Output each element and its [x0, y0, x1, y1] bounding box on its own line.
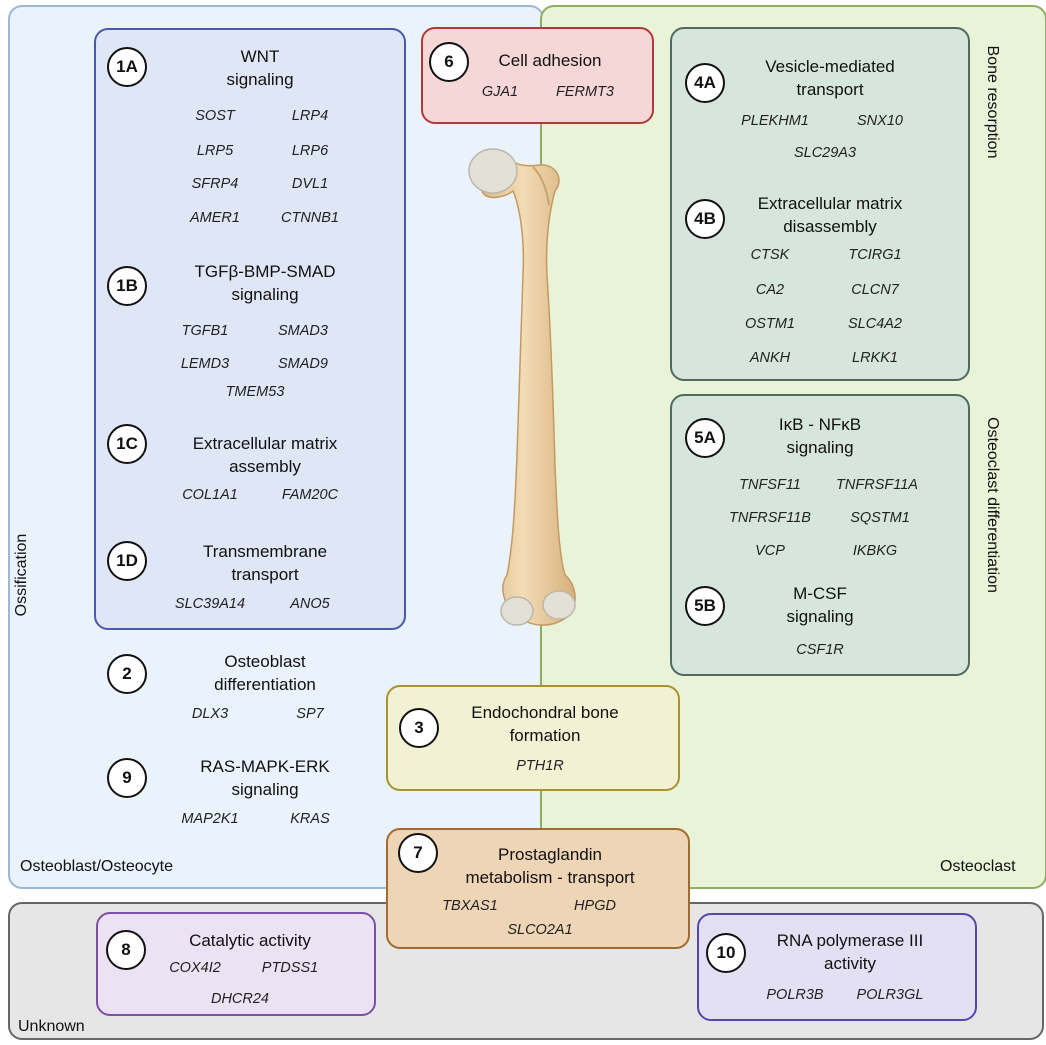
catalytic-activity-title: Catalytic activity	[189, 931, 311, 950]
badge-9: 9	[107, 758, 147, 798]
osteoblast-differentiation-title: Osteoblast differentiation	[214, 652, 316, 694]
badge-5b: 5B	[685, 586, 725, 626]
ikb-nfkb-title: IκB - NFκB signaling	[778, 415, 862, 457]
group-1-ossification-box	[94, 28, 406, 630]
unknown-region-label: Unknown	[18, 1018, 85, 1035]
gene-polr3b: POLR3B	[766, 987, 824, 1003]
badge-2: 2	[107, 654, 147, 694]
gene-snx10: SNX10	[857, 113, 903, 129]
gene-lrp4: LRP4	[291, 108, 329, 124]
gene-cox4i2: COX4I2	[169, 960, 221, 976]
badge-7: 7	[398, 833, 438, 873]
gene-slc39a14: SLC39A14	[174, 596, 246, 612]
gene-map2k1: MAP2K1	[181, 811, 239, 827]
m-csf-title: M-CSF signaling	[786, 584, 854, 626]
badge-1c: 1C	[107, 424, 147, 464]
group-3-endochondral-box	[386, 685, 680, 791]
badge-1b: 1B	[107, 266, 147, 306]
gene-sqstm1: SQSTM1	[850, 510, 910, 526]
gene-lrp6: LRP6	[291, 143, 329, 159]
gene-lrkk1: LRKK1	[852, 350, 898, 366]
ecm-disassembly-title: Extracellular matrix disassembly	[757, 194, 903, 236]
badge-8: 8	[106, 930, 146, 970]
gene-kras: KRAS	[290, 811, 330, 827]
badge-1d: 1D	[107, 541, 147, 581]
gene-ctsk: CTSK	[750, 247, 790, 263]
gene-lrp5: LRP5	[196, 143, 234, 159]
gene-tnfrsf11a: TNFRSF11A	[836, 477, 918, 493]
gene-fam20c: FAM20C	[281, 487, 339, 503]
gene-ikbkg: IKBKG	[852, 543, 898, 559]
gene-vcp: VCP	[755, 543, 785, 559]
gene-clcn7: CLCN7	[851, 282, 899, 298]
gene-fermt3: FERMT3	[556, 84, 614, 100]
gene-tmem53: TMEM53	[225, 384, 285, 400]
gene-tgfb1: TGFB1	[181, 323, 229, 339]
bone-resorption-label: Bone resorption	[984, 45, 1001, 159]
osteoclast-region-label: Osteoclast	[940, 858, 1016, 875]
gene-dvl1: DVL1	[291, 176, 329, 192]
gene-ankh: ANKH	[749, 350, 791, 366]
group-4-bone-resorption-box	[670, 27, 970, 381]
gene-amer1: AMER1	[190, 210, 240, 226]
osteoblast-region-label: Osteoblast/Osteocyte	[20, 858, 173, 875]
gene-sp7: SP7	[296, 706, 324, 722]
gene-polr3gl: POLR3GL	[856, 987, 924, 1003]
rna-polymerase-title: RNA polymerase III activity	[776, 931, 924, 973]
ras-mapk-erk-title: RAS-MAPK-ERK signaling	[200, 757, 330, 799]
badge-3: 3	[399, 708, 439, 748]
badge-4a: 4A	[685, 63, 725, 103]
gene-gja1: GJA1	[481, 84, 519, 100]
transmembrane-transport-title: Transmembrane transport	[202, 542, 328, 584]
ecm-assembly-title: Extracellular matrix assembly	[192, 434, 338, 476]
endochondral-title: Endochondral bone formation	[471, 703, 619, 745]
gene-dlx3: DLX3	[191, 706, 229, 722]
ossification-label: Ossification	[13, 533, 30, 617]
gene-sost: SOST	[195, 108, 235, 124]
group-8-catalytic-activity-box	[96, 912, 376, 1016]
badge-6: 6	[429, 42, 469, 82]
gene-csf1r: CSF1R	[796, 642, 844, 658]
gene-hpgd: HPGD	[574, 898, 616, 914]
wnt-signaling-title: WNT signaling	[226, 47, 294, 89]
gene-smad3: SMAD3	[278, 323, 328, 339]
group-10-rna-polymerase-box	[697, 913, 977, 1021]
gene-sfrp4: SFRP4	[191, 176, 239, 192]
vesicle-transport-title: Vesicle-mediated transport	[765, 57, 895, 99]
gene-slc4a2: SLC4A2	[847, 316, 902, 332]
badge-5a: 5A	[685, 418, 725, 458]
gene-slco2a1: SLCO2A1	[507, 922, 573, 938]
gene-ca2: CA2	[755, 282, 785, 298]
prostaglandin-title: Prostaglandin metabolism - transport	[465, 845, 635, 887]
femur-bone-illustration	[468, 148, 576, 626]
gene-plekhm1: PLEKHM1	[741, 113, 809, 129]
gene-col1a1: COL1A1	[182, 487, 238, 503]
tgfb-bmp-smad-title: TGFβ-BMP-SMAD signaling	[194, 262, 336, 304]
gene-ctnnb1: CTNNB1	[280, 210, 339, 226]
gene-tcirg1: TCIRG1	[848, 247, 902, 263]
gene-tbxas1: TBXAS1	[442, 898, 498, 914]
cell-adhesion-title: Cell adhesion	[498, 51, 602, 70]
gene-ostm1: OSTM1	[745, 316, 795, 332]
badge-1a: 1A	[107, 47, 147, 87]
gene-pth1r: PTH1R	[516, 758, 564, 774]
osteoclast-differentiation-label: Osteoclast differentiation	[984, 417, 1001, 593]
gene-lemd3: LEMD3	[180, 356, 230, 372]
gene-slc29a3: SLC29A3	[793, 145, 857, 161]
gene-ptdss1: PTDSS1	[261, 960, 319, 976]
gene-ano5: ANO5	[290, 596, 330, 612]
badge-10: 10	[706, 933, 746, 973]
badge-4b: 4B	[685, 199, 725, 239]
gene-tnfrsf11b: TNFRSF11B	[729, 510, 811, 526]
gene-dhcr24: DHCR24	[210, 991, 269, 1007]
gene-tnfsf11: TNFSF11	[739, 477, 801, 493]
gene-smad9: SMAD9	[278, 356, 328, 372]
